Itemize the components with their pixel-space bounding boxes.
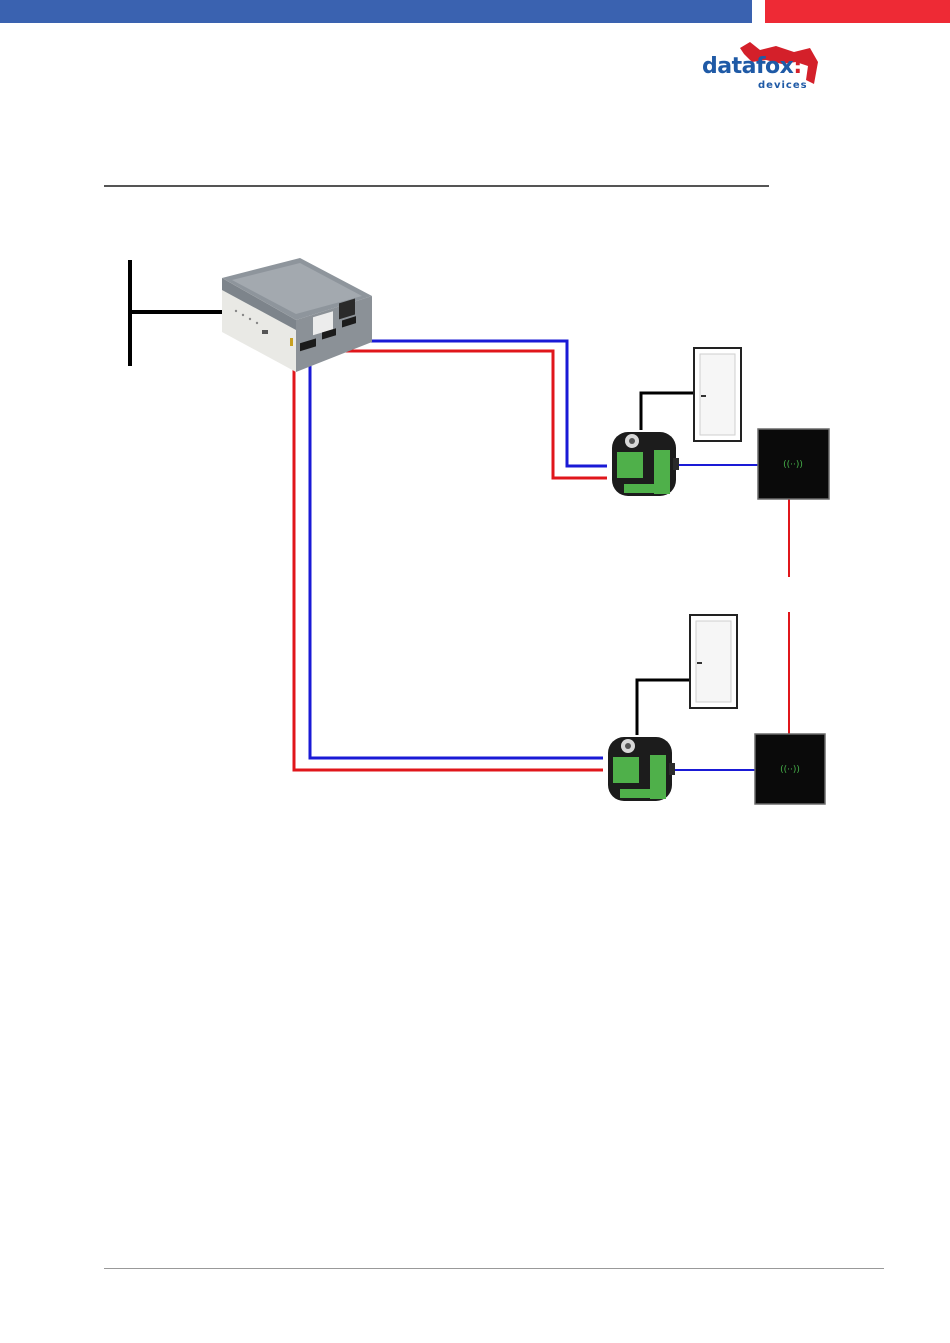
black-wire-door-2 — [637, 680, 690, 740]
black-wire-door-1 — [641, 393, 694, 433]
red-wire-2 — [294, 360, 608, 770]
red-wire-1 — [330, 351, 612, 478]
footer-rule — [104, 1268, 884, 1269]
door-2 — [690, 615, 737, 708]
rfid-reader-2: ((··)) — [755, 734, 825, 804]
access-module-1 — [607, 430, 679, 498]
door-1 — [694, 348, 741, 441]
controller-box — [222, 258, 372, 372]
blue-wire-2 — [310, 360, 608, 758]
rfid-wave-icon: ((··)) — [783, 460, 803, 470]
rfid-wave-icon-2: ((··)) — [780, 765, 800, 775]
blue-wire-1 — [362, 341, 612, 466]
access-module-2 — [603, 735, 675, 803]
rfid-reader-1: ((··)) — [758, 429, 829, 499]
network-bus — [130, 260, 224, 366]
